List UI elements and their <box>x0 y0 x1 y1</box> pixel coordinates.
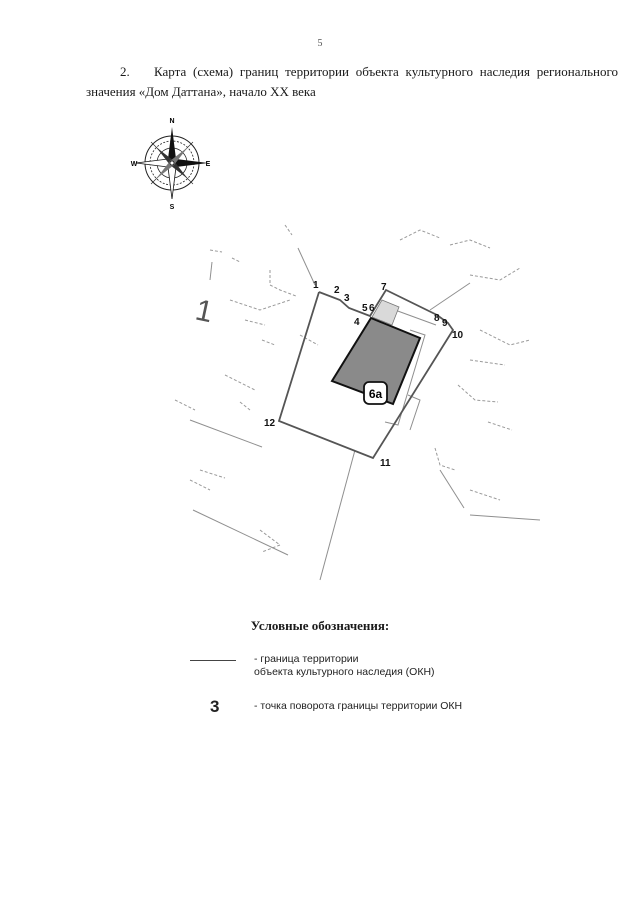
building-label: 6а <box>369 387 383 401</box>
point-label-11: 11 <box>380 458 391 469</box>
legend-point-symbol: 3 <box>210 697 220 716</box>
point-label-3: 3 <box>344 293 350 304</box>
point-label-9: 9 <box>442 318 448 329</box>
legend-title: Условные обозначения: <box>250 618 390 633</box>
point-label-6: 6 <box>369 303 375 314</box>
background-streets <box>189 247 541 581</box>
compass-north: N <box>169 118 174 125</box>
point-labels: 1 2 3 4 5 6 7 8 9 10 11 12 <box>264 280 464 469</box>
heading-text: Карта (схема) границ территории объекта … <box>86 64 618 99</box>
heading-number: 2. <box>120 64 130 79</box>
compass-rose-icon: N S E W <box>131 118 211 211</box>
building-label-badge: 6а <box>363 381 388 405</box>
point-label-1: 1 <box>313 280 319 291</box>
background-parcels <box>174 224 531 553</box>
point-label-2: 2 <box>334 285 340 296</box>
annex <box>371 299 400 326</box>
boundary-line-symbol <box>190 660 236 661</box>
document-heading: 2.Карта (схема) границ территории объект… <box>86 62 618 102</box>
neighbor-label: 1 <box>193 294 216 330</box>
legend-point-text: - точка поворота границы территории ОКН <box>254 700 463 712</box>
point-label-10: 10 <box>452 330 464 341</box>
legend-boundary-text: - граница территории объекта культурного… <box>254 653 435 678</box>
point-label-4: 4 <box>354 317 360 328</box>
point-label-5: 5 <box>362 303 368 314</box>
okn-boundary <box>277 288 455 460</box>
building-6a <box>330 316 422 406</box>
compass-south: S <box>170 204 175 211</box>
compass-east: E <box>206 161 211 168</box>
point-label-12: 12 <box>264 418 276 429</box>
point-label-7: 7 <box>381 282 387 293</box>
compass-west: W <box>131 161 138 168</box>
page-number: 5 <box>317 38 323 49</box>
point-label-8: 8 <box>434 313 440 324</box>
